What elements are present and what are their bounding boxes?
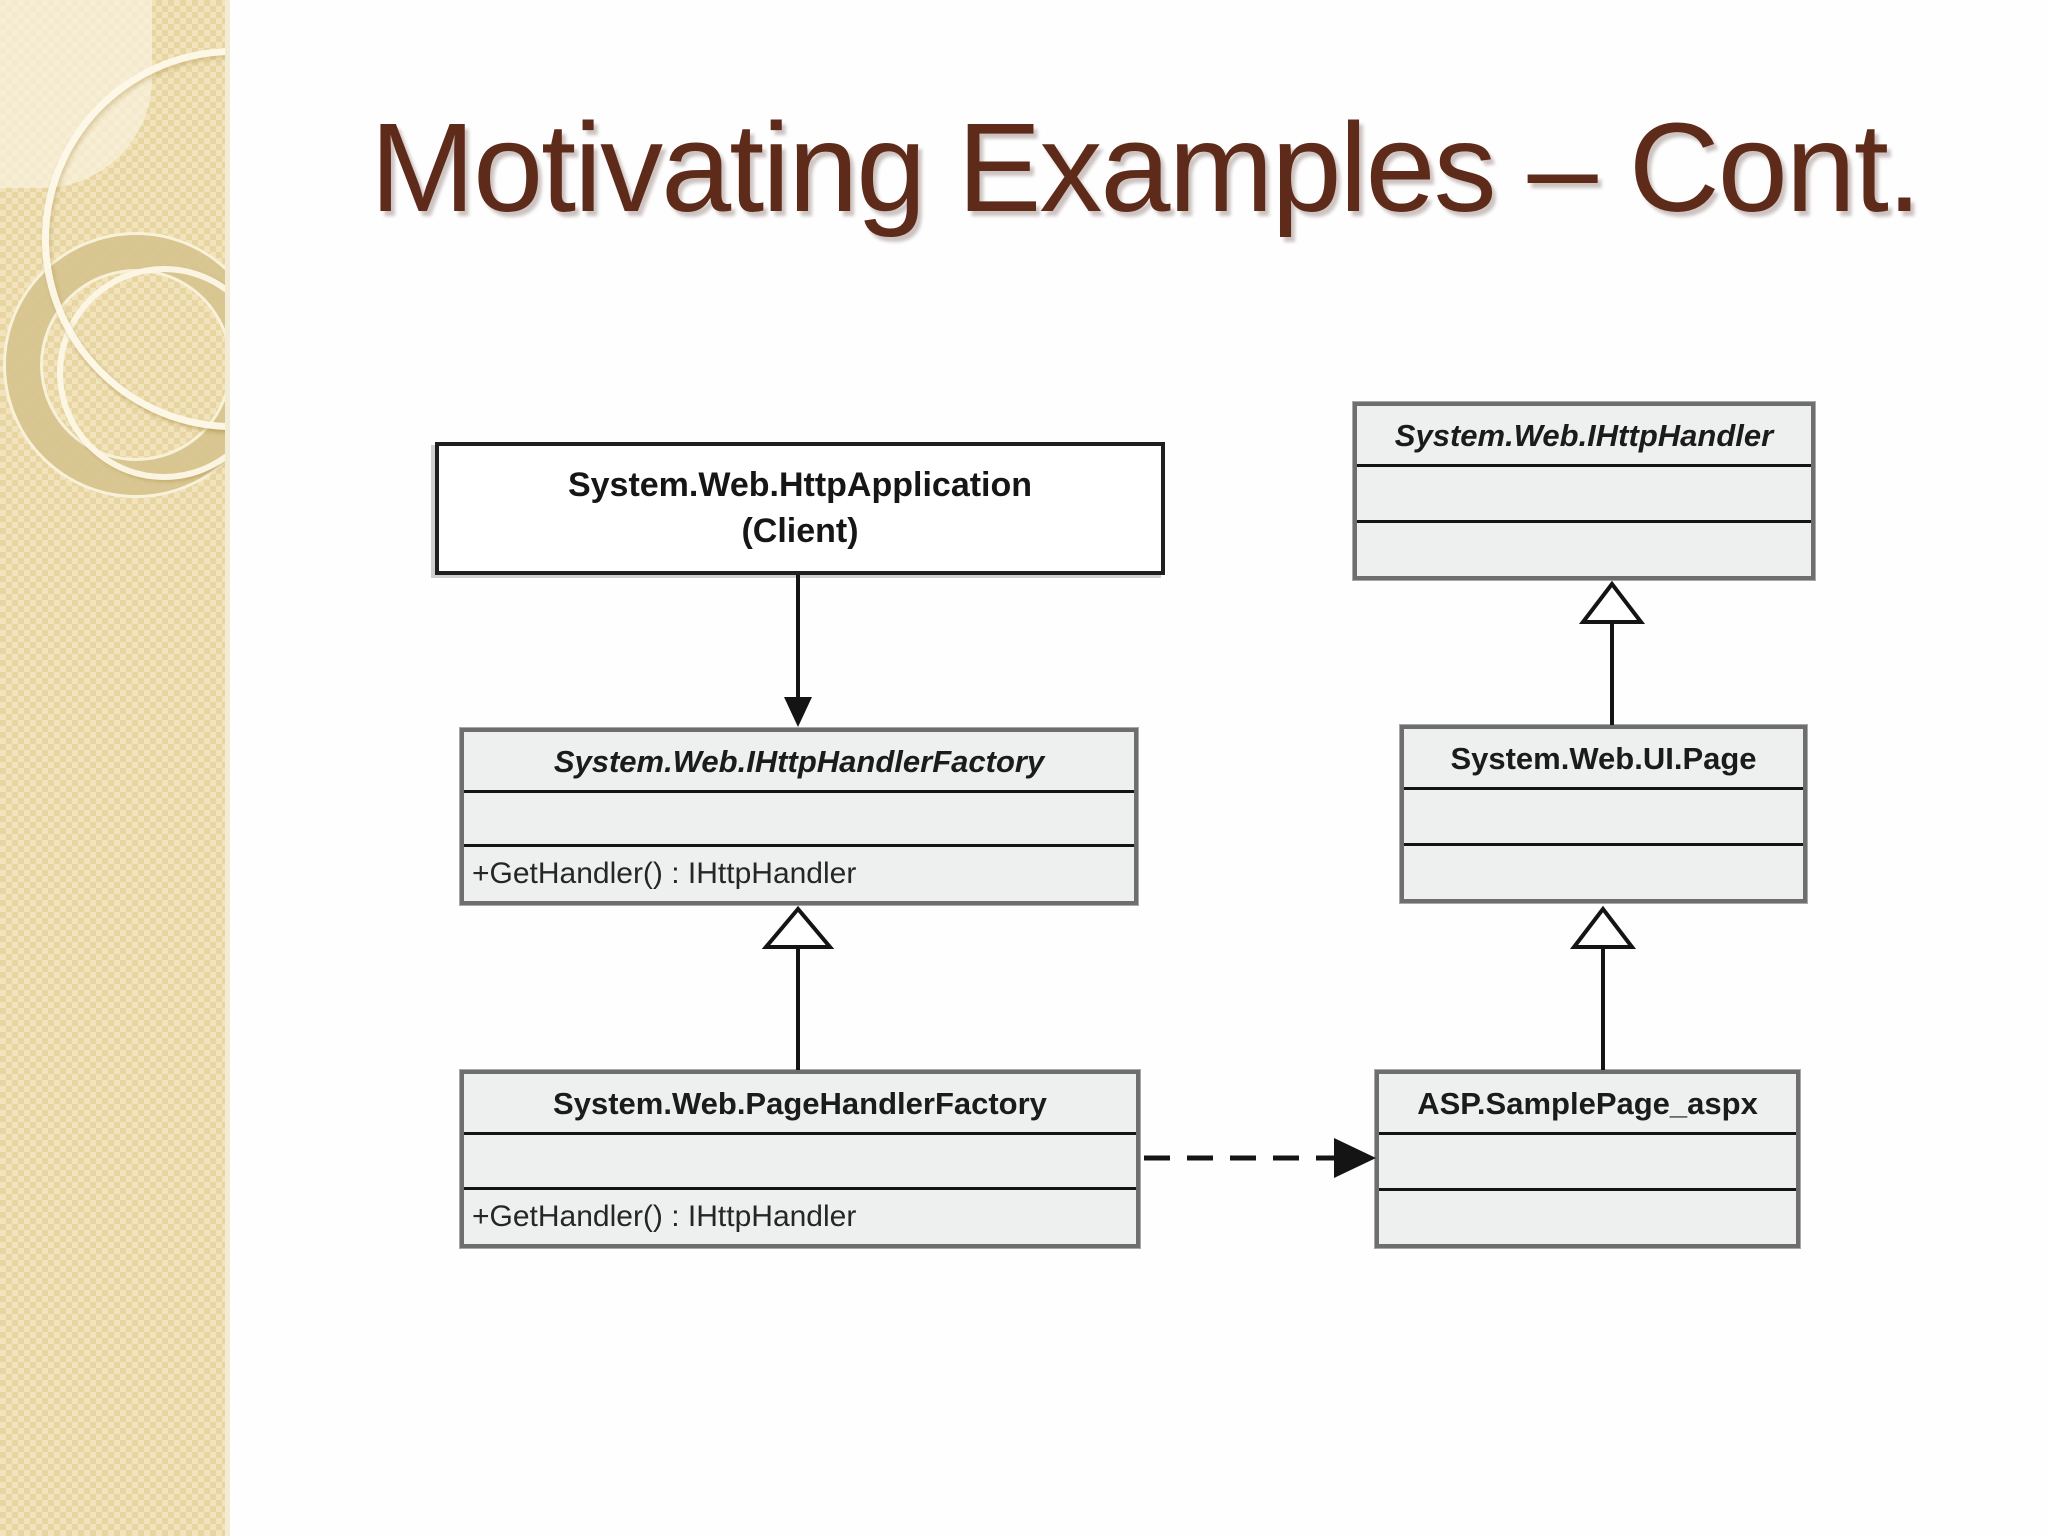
class-name: System.Web.HttpApplication xyxy=(567,465,1033,504)
class-name: System.Web.IHttpHandlerFactory xyxy=(553,744,1045,779)
method-label: +GetHandler() : IHttpHandler xyxy=(464,844,1134,901)
hollow-triangle-up-icon xyxy=(1578,580,1646,624)
generalization-arrow xyxy=(761,905,835,1070)
attributes-compartment xyxy=(1379,1132,1796,1188)
class-box-ihttphandlerfactory: System.Web.IHttpHandlerFactory +GetHandl… xyxy=(460,728,1138,905)
class-name: ASP.SamplePage_aspx xyxy=(1417,1086,1758,1121)
class-box-httpapplication: System.Web.HttpApplication (Client) xyxy=(435,442,1165,575)
sidebar-decoration xyxy=(0,0,230,1536)
methods-compartment xyxy=(1404,843,1803,899)
class-box-ihttphandler: System.Web.IHttpHandler xyxy=(1353,402,1815,580)
filled-arrowhead-right-icon xyxy=(1334,1138,1376,1178)
dependency-arrow xyxy=(1144,1138,1376,1178)
attributes-compartment xyxy=(464,790,1134,844)
method-label: +GetHandler() : IHttpHandler xyxy=(464,1187,1136,1244)
attributes-compartment xyxy=(464,1132,1136,1187)
class-name-suffix: (Client) xyxy=(741,511,859,550)
class-box-pagehandlerfactory: System.Web.PageHandlerFactory +GetHandle… xyxy=(460,1070,1140,1248)
class-box-uipage: System.Web.UI.Page xyxy=(1400,725,1807,903)
generalization-arrow xyxy=(1578,580,1646,725)
class-name: System.Web.PageHandlerFactory xyxy=(553,1086,1047,1121)
hollow-triangle-up-icon xyxy=(761,905,835,949)
methods-compartment xyxy=(1357,520,1811,576)
generalization-arrow xyxy=(1569,905,1637,1070)
methods-compartment xyxy=(1379,1188,1796,1244)
attributes-compartment xyxy=(1404,787,1803,843)
hollow-triangle-up-icon xyxy=(1569,905,1637,949)
class-name: System.Web.UI.Page xyxy=(1450,741,1757,776)
filled-arrowhead-down-icon xyxy=(784,697,812,727)
attributes-compartment xyxy=(1357,464,1811,520)
association-arrow xyxy=(784,575,812,727)
class-name: System.Web.IHttpHandler xyxy=(1394,418,1774,453)
slide-title: Motivating Examples – Cont. xyxy=(370,97,1922,238)
class-box-samplepage: ASP.SamplePage_aspx xyxy=(1375,1070,1800,1248)
